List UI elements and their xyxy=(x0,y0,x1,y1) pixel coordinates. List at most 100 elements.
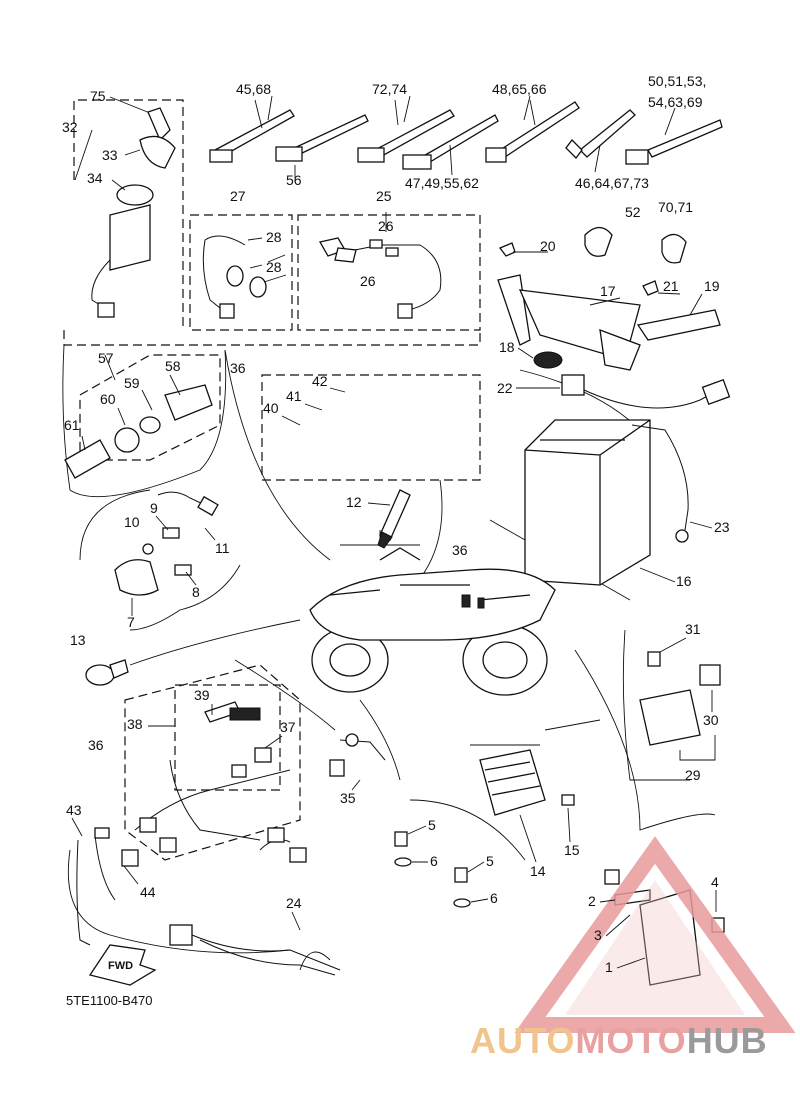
battery-bracket xyxy=(497,242,721,371)
outline-curve xyxy=(299,951,331,971)
outline-curve xyxy=(79,489,241,631)
clamp-70-71 xyxy=(661,233,687,264)
callout-34: 34 xyxy=(87,170,103,186)
starter-relay xyxy=(114,491,219,596)
callout-75: 75 xyxy=(90,88,106,104)
sub-harness xyxy=(76,827,139,946)
lead-25 xyxy=(318,212,442,319)
callout-52: 52 xyxy=(625,204,641,220)
battery xyxy=(524,374,731,586)
callout-59: 59 xyxy=(124,375,140,391)
callout-18: 18 xyxy=(499,339,515,355)
fwd-arrow xyxy=(88,944,157,986)
outline-curve xyxy=(622,629,690,781)
callout-57: 57 xyxy=(98,350,114,366)
callout-5: 5 xyxy=(428,817,436,833)
outline-curve xyxy=(470,719,601,746)
callout-6: 6 xyxy=(430,853,438,869)
callout-1: 1 xyxy=(605,959,613,975)
outline-curve xyxy=(62,344,227,498)
callout-20: 20 xyxy=(540,238,556,254)
atv-vehicle xyxy=(309,547,556,696)
callout-4: 4 xyxy=(711,874,719,890)
callout-36: 36 xyxy=(452,542,468,558)
grip-assembly xyxy=(64,354,213,479)
neutral-switch xyxy=(329,733,386,777)
outline-curve xyxy=(409,799,526,861)
callout-50-51-53: 50,51,53, xyxy=(648,73,706,89)
bolt-set xyxy=(394,831,471,908)
callout-12: 12 xyxy=(346,494,362,510)
spark-plug xyxy=(377,489,411,549)
sensor-13 xyxy=(85,659,129,686)
callout-labels: 75 32 33 34 45,68 72,74 48,65,66 50,51,5… xyxy=(62,73,730,975)
callout-29: 29 xyxy=(685,767,701,783)
outline-curve xyxy=(224,349,331,561)
callout-39: 39 xyxy=(194,687,210,703)
callout-61: 61 xyxy=(64,417,80,433)
watermark-part-3: HUB xyxy=(686,1020,768,1061)
lead-27 xyxy=(202,235,267,319)
callout-41: 41 xyxy=(286,388,302,404)
watermark-part-2: MOTO xyxy=(575,1020,687,1061)
relay-29 xyxy=(639,651,721,761)
rectifier xyxy=(479,749,575,816)
ignition-switch xyxy=(74,96,176,318)
callout-31: 31 xyxy=(685,621,701,637)
callout-8: 8 xyxy=(192,584,200,600)
cable-tie-47-49-55-62 xyxy=(402,114,499,176)
fwd-label: FWD xyxy=(108,960,133,972)
clamp-52 xyxy=(584,226,613,257)
callout-27: 27 xyxy=(230,188,246,204)
lead-24 xyxy=(169,924,341,976)
callout-35: 35 xyxy=(340,790,356,806)
callout-43: 43 xyxy=(66,802,82,818)
cable-tie-56 xyxy=(275,114,369,178)
outline-curve xyxy=(234,659,336,731)
watermark-triangle xyxy=(514,836,796,1033)
callout-47-49-55-62: 47,49,55,62 xyxy=(405,175,479,191)
group-box-38 xyxy=(174,684,281,791)
callout-56: 56 xyxy=(286,172,302,188)
callout-26: 26 xyxy=(360,273,376,289)
callout-5: 5 xyxy=(486,853,494,869)
callout-23: 23 xyxy=(714,519,730,535)
callout-30: 30 xyxy=(703,712,719,728)
callout-40: 40 xyxy=(263,400,279,416)
outline-curve xyxy=(67,849,291,954)
callout-14: 14 xyxy=(530,863,546,879)
group-box-main-harness xyxy=(124,664,301,861)
callout-54-63-69: 54,63,69 xyxy=(648,94,703,110)
cable-tie-72-74 xyxy=(357,99,455,163)
callout-13: 13 xyxy=(70,632,86,648)
wire-harness xyxy=(134,701,307,863)
callout-24: 24 xyxy=(286,895,302,911)
group-box-harness-top xyxy=(63,330,481,346)
callout-48-65-66: 48,65,66 xyxy=(492,81,547,97)
cdi-unit xyxy=(604,869,725,986)
group-box-fuse xyxy=(261,374,481,481)
callout-2: 2 xyxy=(588,893,596,909)
callout-22: 22 xyxy=(497,380,513,396)
callout-72-74: 72,74 xyxy=(372,81,407,97)
callout-58: 58 xyxy=(165,358,181,374)
callout-15: 15 xyxy=(564,842,580,858)
callout-33: 33 xyxy=(102,147,118,163)
callout-6: 6 xyxy=(490,890,498,906)
cable-tie-46-64-67-73 xyxy=(565,109,636,173)
callout-44: 44 xyxy=(140,884,156,900)
callout-28: 28 xyxy=(266,259,282,275)
callout-38: 38 xyxy=(127,716,143,732)
group-box-27 xyxy=(189,214,293,331)
outline-curve xyxy=(574,649,716,831)
callout-36: 36 xyxy=(88,737,104,753)
group-box-25 xyxy=(297,214,481,331)
watermark-logo: AUTOMOTOHUB xyxy=(470,1020,768,1062)
callout-21: 21 xyxy=(663,278,679,294)
callout-32: 32 xyxy=(62,119,78,135)
outline-curve xyxy=(129,619,301,666)
leader-lines xyxy=(71,95,717,969)
callout-36: 36 xyxy=(230,360,246,376)
callout-25: 25 xyxy=(376,188,392,204)
